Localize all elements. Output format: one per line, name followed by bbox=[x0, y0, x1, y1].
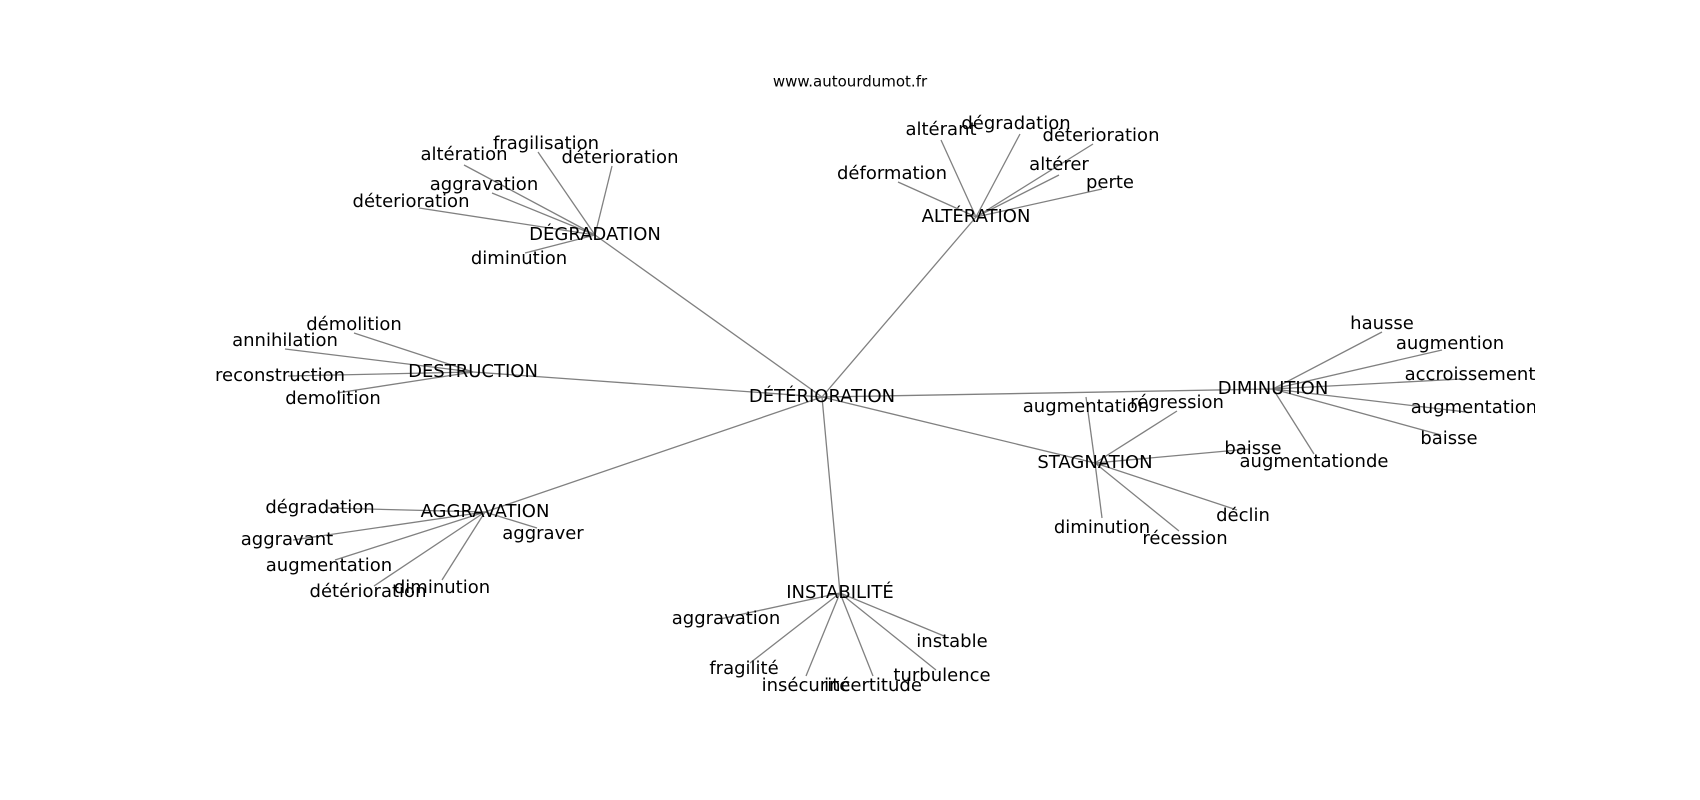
edge-hub-to-leaf bbox=[484, 511, 538, 529]
leaf-node-label[interactable]: diminution bbox=[394, 577, 490, 598]
edge-hub-to-leaf bbox=[336, 371, 474, 394]
edge-hub-to-leaf bbox=[975, 174, 1060, 218]
leaf-node-label[interactable]: diminution bbox=[471, 248, 567, 269]
edge-hub-to-leaf bbox=[353, 332, 474, 373]
leaf-node-label[interactable]: déclin bbox=[1216, 505, 1270, 526]
edge-hub-to-leaf bbox=[1272, 378, 1463, 390]
leaf-node-label[interactable]: fragilisation bbox=[493, 133, 599, 154]
root-node-label[interactable]: DÉTÉRIORATION bbox=[749, 385, 895, 407]
edge-hub-to-leaf bbox=[491, 192, 596, 236]
hub-node-label[interactable]: INSTABILITÉ bbox=[786, 581, 893, 603]
leaf-node-label[interactable]: régression bbox=[1130, 392, 1224, 413]
leaf-node-label[interactable]: baisse bbox=[1224, 438, 1281, 459]
edge-root-to-hub bbox=[472, 371, 823, 398]
edge-hub-to-leaf bbox=[1272, 388, 1442, 436]
leaf-node-label[interactable]: aggravation bbox=[430, 174, 538, 195]
leaf-node-label[interactable]: augmention bbox=[1396, 333, 1504, 354]
edge-hub-to-leaf bbox=[805, 592, 841, 677]
leaf-node-label[interactable]: incertitude bbox=[824, 675, 922, 696]
leaf-node-label[interactable]: fragilité bbox=[709, 658, 778, 679]
site-url[interactable]: www.autourdumot.fr bbox=[773, 73, 928, 91]
edge-hub-to-leaf bbox=[463, 164, 596, 236]
edge-hub-to-leaf bbox=[975, 133, 1021, 218]
leaf-node-label[interactable]: dégradation bbox=[961, 113, 1070, 134]
edge-hub-to-leaf bbox=[749, 592, 841, 664]
leaf-node-label[interactable]: démolition bbox=[306, 314, 402, 335]
leaf-node-label[interactable]: turbulence bbox=[893, 665, 990, 686]
leaf-node-label[interactable]: annihilation bbox=[232, 330, 338, 351]
edge-hub-to-leaf bbox=[1094, 462, 1238, 511]
leaf-node-label[interactable]: aggravation bbox=[672, 608, 780, 629]
edge-hub-to-leaf bbox=[418, 207, 596, 236]
edge-hub-to-leaf bbox=[292, 511, 486, 541]
leaf-node-label[interactable]: hausse bbox=[1350, 313, 1414, 334]
leaf-node-label[interactable]: reconstruction bbox=[215, 365, 345, 386]
hub-node-label[interactable]: DESTRUCTION bbox=[408, 361, 538, 382]
edge-hub-to-leaf bbox=[839, 592, 945, 637]
edge-hub-to-leaf bbox=[1094, 462, 1103, 519]
leaf-node-label[interactable]: dégradation bbox=[265, 497, 374, 518]
edge-hub-to-leaf bbox=[1094, 448, 1250, 464]
edge-hub-to-leaf bbox=[1094, 410, 1178, 464]
edge-root-to-hub bbox=[821, 396, 1096, 464]
edge-hub-to-leaf bbox=[975, 188, 1103, 218]
leaf-node-label[interactable]: augmentation bbox=[1411, 397, 1537, 418]
edge-root-to-hub bbox=[821, 396, 841, 594]
edge-hub-to-leaf bbox=[839, 592, 874, 677]
leaf-node-label[interactable]: déterioration bbox=[562, 147, 679, 168]
edge-hub-to-leaf bbox=[1272, 331, 1383, 390]
leaf-node-label[interactable]: accroissement bbox=[1405, 364, 1536, 385]
leaf-node-label[interactable]: altération bbox=[420, 144, 507, 165]
leaf-node-label[interactable]: altérer bbox=[1029, 154, 1089, 175]
edge-hub-to-leaf bbox=[441, 511, 486, 581]
edge-hub-to-leaf bbox=[839, 592, 937, 671]
edge-hub-to-leaf bbox=[975, 143, 1094, 218]
leaf-node-label[interactable]: récession bbox=[1142, 528, 1227, 549]
leaf-node-label[interactable]: instable bbox=[916, 631, 987, 652]
leaf-node-label[interactable]: déterioration bbox=[353, 191, 470, 212]
edge-hub-to-leaf bbox=[897, 181, 977, 218]
graph-labels: DÉTÉRIORATIONDÉGRADATIONaltérationfragil… bbox=[215, 113, 1537, 696]
edge-hub-to-leaf bbox=[327, 507, 486, 513]
edge-hub-to-leaf bbox=[1085, 396, 1096, 464]
edge-hub-to-leaf bbox=[287, 371, 474, 377]
leaf-node-label[interactable]: diminution bbox=[1054, 517, 1150, 538]
leaf-node-label[interactable]: aggravant bbox=[241, 529, 333, 550]
edge-hub-to-leaf bbox=[1272, 349, 1443, 390]
edge-root-to-hub bbox=[821, 216, 977, 398]
leaf-node-label[interactable]: augmentation bbox=[1023, 396, 1149, 417]
edge-hub-to-leaf bbox=[594, 165, 613, 236]
edge-hub-to-leaf bbox=[1094, 462, 1180, 532]
leaf-node-label[interactable]: détérioration bbox=[310, 581, 427, 602]
edge-hub-to-leaf bbox=[334, 511, 486, 561]
edge-hub-to-leaf bbox=[284, 348, 474, 373]
edge-hub-to-leaf bbox=[537, 151, 596, 236]
edge-hub-to-leaf bbox=[940, 139, 977, 218]
leaf-node-label[interactable]: altérant bbox=[905, 119, 976, 140]
edge-root-to-hub bbox=[484, 396, 823, 513]
edge-root-to-hub bbox=[594, 234, 823, 398]
edge-hub-to-leaf bbox=[1272, 388, 1467, 413]
hub-node-label[interactable]: AGGRAVATION bbox=[421, 501, 550, 522]
edge-root-to-hub bbox=[821, 388, 1274, 398]
edge-hub-to-leaf bbox=[524, 234, 596, 254]
edge-hub-to-leaf bbox=[373, 511, 486, 587]
graph-edges bbox=[284, 133, 1467, 677]
edge-hub-to-leaf bbox=[719, 592, 841, 620]
leaf-node-label[interactable]: baisse bbox=[1420, 428, 1477, 449]
hub-node-label[interactable]: ALTÉRATION bbox=[922, 205, 1031, 227]
edge-hub-to-leaf bbox=[1272, 388, 1315, 455]
leaf-node-label[interactable]: insécurité bbox=[762, 675, 851, 696]
hub-node-label[interactable]: DÉGRADATION bbox=[529, 223, 661, 245]
leaf-node-label[interactable]: augmentationde bbox=[1240, 451, 1389, 472]
leaf-node-label[interactable]: déformation bbox=[837, 163, 947, 184]
hub-node-label[interactable]: STAGNATION bbox=[1037, 452, 1152, 473]
leaf-node-label[interactable]: perte bbox=[1086, 172, 1134, 193]
leaf-node-label[interactable]: augmentation bbox=[266, 555, 392, 576]
leaf-node-label[interactable]: aggraver bbox=[502, 523, 584, 544]
hub-node-label[interactable]: DIMINUTION bbox=[1218, 378, 1329, 399]
leaf-node-label[interactable]: demolition bbox=[285, 388, 381, 409]
leaf-node-label[interactable]: déterioration bbox=[1043, 125, 1160, 146]
